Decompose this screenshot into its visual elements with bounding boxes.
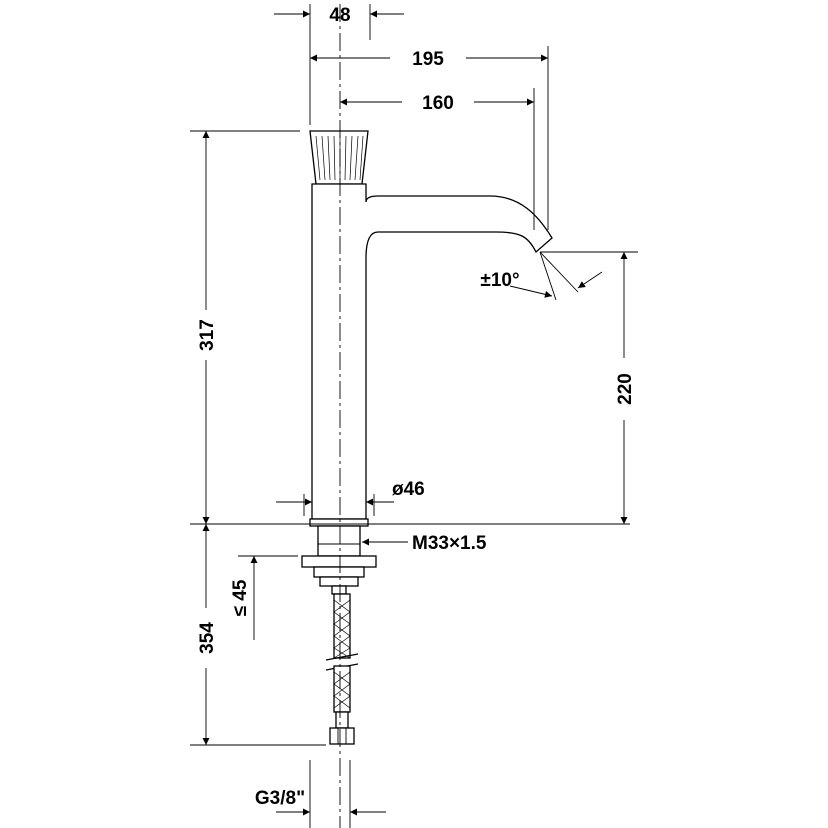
dim-connection: G3/8"	[255, 788, 386, 816]
dim-hose-length: 354	[197, 524, 218, 745]
dim-spout-projection: 160	[340, 93, 534, 114]
dim-46-label: ø46	[392, 479, 425, 500]
extension-lines	[190, 4, 638, 828]
dim-195-label: 195	[412, 49, 444, 70]
faucet-body	[311, 183, 553, 520]
hose-nut	[329, 727, 355, 745]
mounting-washer	[319, 576, 359, 587]
dim-swivel-angle: ±10°	[480, 251, 603, 301]
dim-total-height: 317	[197, 131, 218, 524]
base-ring	[309, 518, 369, 527]
dim-total-projection: 195	[310, 49, 548, 70]
hose-connector	[335, 711, 349, 729]
dim-cartridge-width: 48	[274, 5, 404, 26]
dim-354-label: 354	[197, 622, 218, 654]
fixing-bolt	[331, 585, 347, 595]
dim-angle-label: ±10°	[480, 270, 519, 291]
hose-upper	[333, 593, 351, 659]
dim-160-label: 160	[422, 93, 454, 114]
faucet-outline	[301, 130, 553, 745]
dim-48-label: 48	[329, 5, 350, 26]
dim-45-label: ≤ 45	[230, 579, 251, 616]
dim-connection-label: G3/8"	[255, 788, 305, 809]
dim-body-diameter: ø46	[276, 479, 425, 506]
dim-counter-thickness: ≤ 45	[230, 556, 258, 640]
dim-317-label: 317	[197, 319, 218, 351]
thread-shank	[317, 525, 361, 557]
mounting-nut	[313, 566, 365, 578]
dim-thread-label: M33×1.5	[412, 533, 487, 554]
dim-220-label: 220	[615, 373, 636, 405]
dim-thread: M33×1.5	[362, 533, 487, 554]
hose-lower	[333, 665, 351, 713]
dim-spout-height: 220	[615, 252, 636, 524]
handle-knob	[309, 130, 369, 185]
mounting-plate	[301, 555, 377, 568]
